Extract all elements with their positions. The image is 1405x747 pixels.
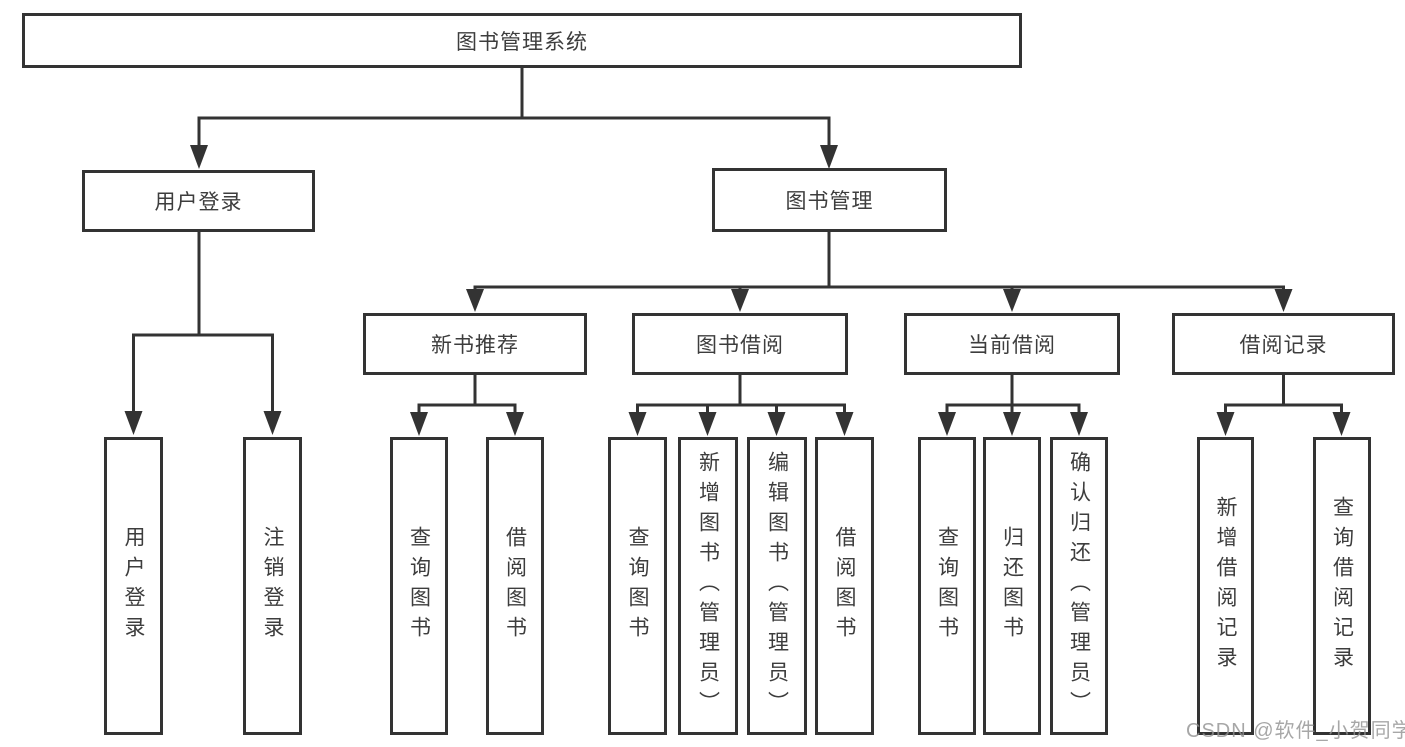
node-borrow-records: 借阅记录 [1172,313,1395,375]
node-leaf-user-login-label: 用户登录 [122,526,146,646]
connector-root-to-level1 [190,68,838,169]
connector-manage-to-level2 [466,232,1293,312]
node-book-manage: 图书管理 [712,168,947,232]
node-leaf-borrow-book-recommend-label: 借阅图书 [503,526,527,646]
connector-login-to-leaves [124,232,282,435]
node-current-borrow: 当前借阅 [904,313,1120,375]
connector-current-to-leaves [938,375,1088,436]
node-leaf-query-book-borrow: 查询图书 [608,437,667,735]
node-book-borrow: 图书借阅 [632,313,848,375]
node-leaf-query-book-current-label: 查询图书 [935,526,959,646]
node-leaf-query-borrow-record: 查询借阅记录 [1313,437,1371,735]
node-leaf-return-book: 归还图书 [983,437,1041,735]
node-leaf-query-borrow-record-label: 查询借阅记录 [1330,496,1354,676]
node-user-login: 用户登录 [82,170,315,232]
csdn-watermark: CSDN @软件_小贺同学 [1186,720,1405,742]
node-leaf-borrow-book: 借阅图书 [815,437,874,735]
node-current-borrow-label: 当前借阅 [968,334,1056,357]
node-book-borrow-label: 图书借阅 [696,334,784,357]
node-leaf-borrow-book-recommend: 借阅图书 [486,437,544,735]
node-leaf-query-book-recommend: 查询图书 [390,437,448,735]
node-book-manage-label: 图书管理 [785,190,874,213]
node-new-book-recommend: 新书推荐 [363,313,587,375]
node-leaf-logout-label: 注销登录 [261,526,285,646]
node-leaf-borrow-book-label: 借阅图书 [833,526,857,646]
node-leaf-query-book-current: 查询图书 [918,437,976,735]
connector-recommend-to-leaves [410,375,524,436]
node-leaf-add-book-admin: 新增图书（管理员） [678,437,738,735]
node-leaf-confirm-return-admin: 确认归还（管理员） [1050,437,1108,735]
node-user-login-label: 用户登录 [154,191,243,214]
node-leaf-query-book-recommend-label: 查询图书 [407,526,431,646]
node-leaf-edit-book-admin: 编辑图书（管理员） [747,437,807,735]
node-new-book-recommend-label: 新书推荐 [431,334,519,357]
node-leaf-add-borrow-record: 新增借阅记录 [1197,437,1254,735]
node-leaf-return-book-label: 归还图书 [1000,526,1024,646]
connector-records-to-leaves [1216,375,1351,436]
node-leaf-logout: 注销登录 [243,437,302,735]
node-leaf-add-book-admin-label: 新增图书（管理员） [696,451,720,721]
connector-borrow-to-leaves [628,375,854,436]
node-leaf-user-login: 用户登录 [104,437,163,735]
node-leaf-query-book-borrow-label: 查询图书 [626,526,650,646]
node-borrow-records-label: 借阅记录 [1239,334,1328,357]
node-leaf-edit-book-admin-label: 编辑图书（管理员） [765,451,789,721]
node-leaf-add-borrow-record-label: 新增借阅记录 [1214,496,1238,676]
node-leaf-confirm-return-admin-label: 确认归还（管理员） [1067,451,1091,721]
node-root-label: 图书管理系统 [456,30,588,54]
node-root: 图书管理系统 [22,13,1022,68]
